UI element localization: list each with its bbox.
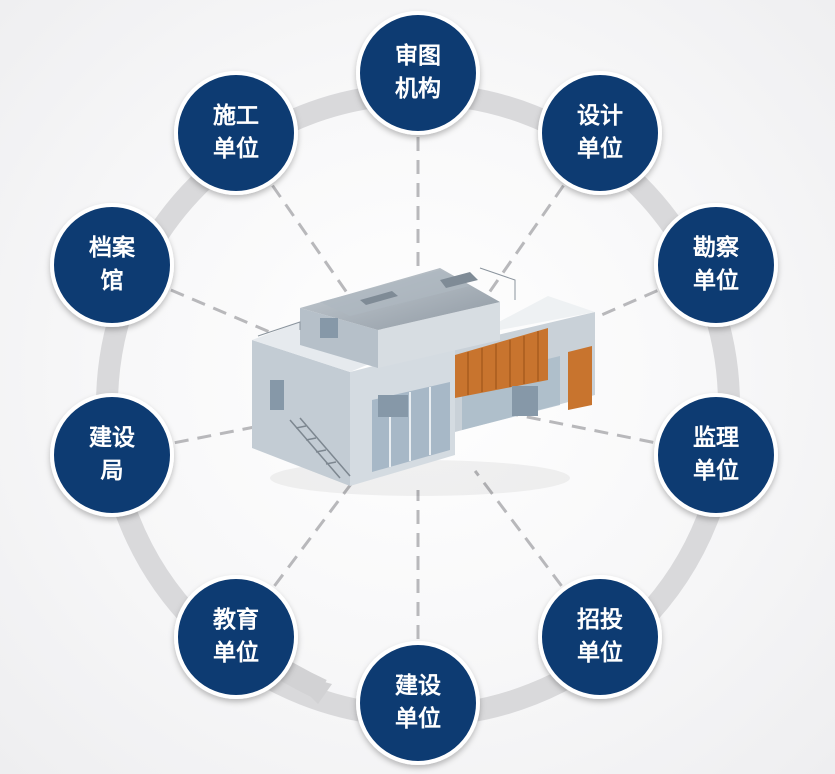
spoke-construction [271, 184, 366, 318]
building-illustration [252, 267, 595, 496]
node-circle-archive [50, 203, 174, 327]
node-circle-survey [654, 203, 778, 327]
node-circle-design [538, 71, 662, 195]
node-circle-review [356, 11, 480, 135]
node-circle-bureau [50, 393, 174, 517]
node-circle-construction [174, 71, 298, 195]
spoke-education [273, 470, 363, 587]
spoke-supervision [510, 412, 654, 444]
node-circle-owner [356, 641, 480, 765]
spoke-bidding [473, 470, 563, 587]
node-circle-bidding [538, 575, 662, 699]
node-circle-education [174, 575, 298, 699]
stakeholder-nodes [50, 11, 778, 765]
spoke-design [470, 184, 565, 318]
node-circle-supervision [654, 393, 778, 517]
